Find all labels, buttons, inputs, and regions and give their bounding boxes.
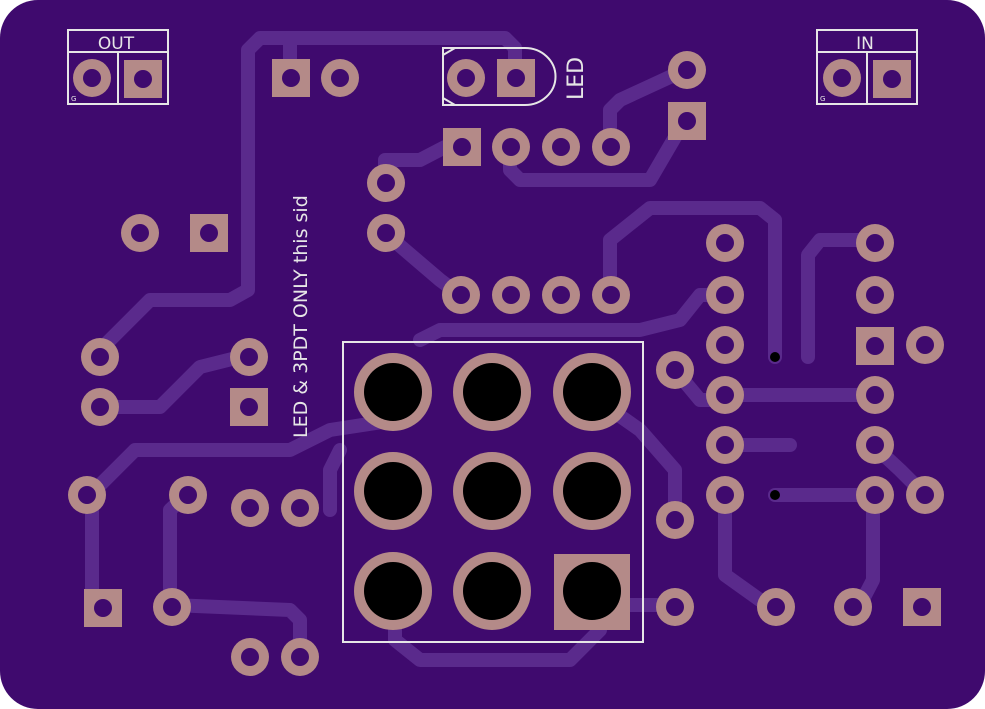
via (770, 352, 780, 362)
side-note-label: LED & 3PDT ONLY this sid (290, 195, 312, 438)
led-label: LED (564, 57, 589, 100)
out-g-marker: G (71, 95, 76, 103)
3pdt-pads (354, 353, 631, 630)
led-outline (442, 47, 557, 106)
silkscreen-text: OUT IN LED LED & 3PDT ONLY this sid G G (71, 34, 874, 438)
vias (770, 352, 780, 500)
out-label: OUT (98, 34, 135, 54)
in-label: IN (856, 34, 874, 54)
pad-drills (78, 61, 934, 666)
silkscreen-outlines (67, 29, 918, 643)
in-g-marker: G (820, 95, 825, 103)
via (770, 490, 780, 500)
3pdt-outline (342, 341, 644, 643)
